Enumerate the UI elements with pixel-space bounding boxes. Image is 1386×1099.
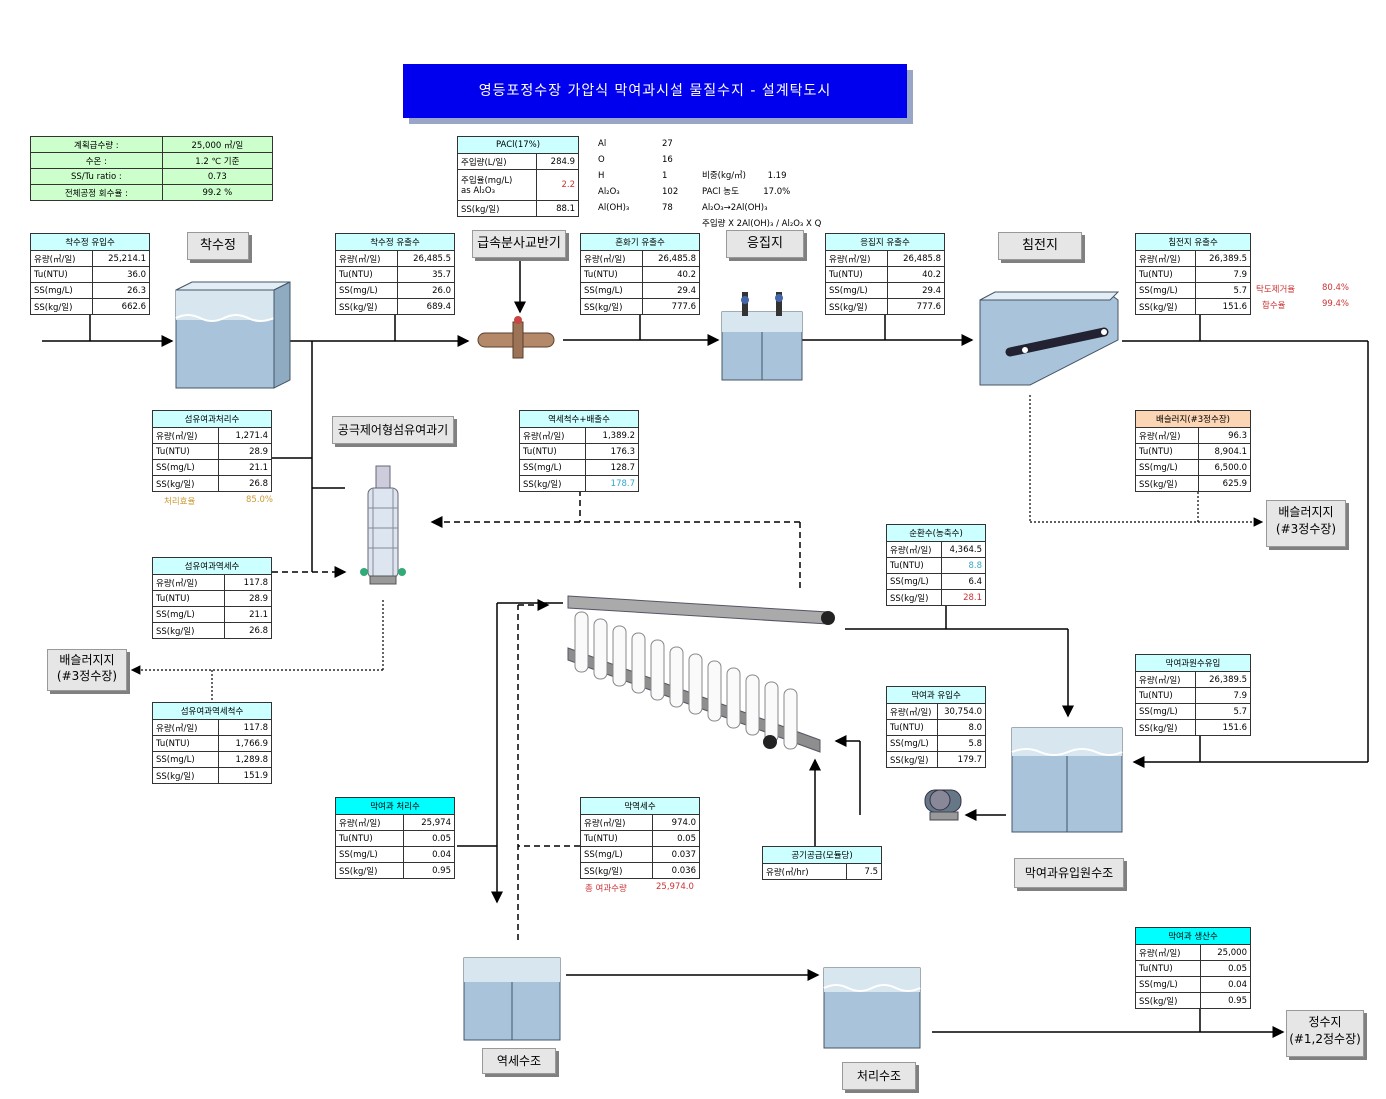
sedimentation-tank — [979, 291, 1120, 386]
total-filtration-label: 총 여과수량 — [585, 884, 627, 894]
membrane-module — [669, 646, 684, 708]
membrane-module — [574, 611, 589, 673]
table-membrane-product: 막여과 생산수 유량(㎥/일)25,000 Tu(NTU)0.05 SS(mg/… — [1134, 927, 1251, 1009]
backwash-tank — [463, 957, 561, 1041]
turbidity-removal-value: 80.4% — [1322, 283, 1350, 293]
receiving-well-tank — [175, 281, 291, 389]
total-filtration-value: 25,974.0 — [656, 882, 694, 892]
efficiency-value: 85.0% — [246, 495, 274, 505]
coagulation-tank — [721, 292, 803, 381]
table-air-supply: 공기공급(모듈당) 유량(㎥/hr)7.5 — [761, 846, 882, 880]
turbidity-removal-label: 탁도제거율 — [1256, 285, 1296, 295]
table-membrane-raw-inflow: 막여과원수유입 유량(㎥/일)26,389.5 Tu(NTU)7.9 SS(mg… — [1135, 654, 1252, 736]
table-mixer-outflow: 혼화기 유출수 유량(㎥/일)26,485.8 Tu(NTU)40.2 SS(m… — [580, 233, 701, 315]
table-fiber-treated: 섬유여과처리수 유량(㎥/일)1,271.4 Tu(NTU)28.9 SS(mg… — [152, 410, 273, 492]
table-receiving-outflow: 착수정 유출수 유량(㎥/일)26,485.5 Tu(NTU)35.7 SS(m… — [335, 233, 456, 315]
table-backwash-discharge: 역세척수+배출수 유량(㎥/일)1,389.2 Tu(NTU)176.3 SS(… — [519, 410, 640, 492]
label-sedimentation: 침전지 — [998, 232, 1082, 260]
table-fiber-backwash: 섬유여과역세수 유량(㎥/일)117.8 Tu(NTU)28.9 SS(mg/L… — [151, 557, 272, 639]
label-raw-water-tank: 막여과유입원수조 — [1014, 858, 1124, 888]
table-membrane-backwash: 막역세수 유량(㎥/일)974.0 Tu(NTU)0.05 SS(mg/L)0.… — [579, 797, 700, 879]
membrane-module — [593, 618, 608, 680]
membrane-module-rack — [567, 595, 835, 753]
raw-water-tank — [1011, 727, 1123, 833]
label-coagulation: 응집지 — [726, 230, 804, 258]
treated-water-tank — [823, 967, 921, 1049]
table-membrane-inflow: 막여과 유입수 유량(㎥/일)30,754.0 Tu(NTU)8.0 SS(mg… — [885, 686, 986, 768]
table-circulation: 순환수(농축수) 유량(㎥/일)4,364.5 Tu(NTU)8.8 SS(mg… — [886, 524, 987, 606]
water-content-label: 함수율 — [1262, 301, 1286, 311]
label-treated-tank: 처리수조 — [842, 1062, 916, 1090]
efficiency-label: 처리효율 — [164, 497, 196, 507]
diagram-title: 영등포정수장 가압식 막여과시설 물질수지 - 설계탁도시 — [403, 64, 907, 118]
label-backwash-tank: 역세수조 — [482, 1048, 556, 1074]
table-receiving-inflow: 착수정 유입수 유량(㎥/일)25,214.1 Tu(NTU)36.0 SS(m… — [30, 233, 151, 315]
design-parameters-table: 계획급수량 :25,000 ㎥/일 수온 :1.2 ℃ 기준 SS/Tu rat… — [30, 136, 274, 201]
label-fiber-filter: 공극제어형섬유여과기 — [332, 416, 454, 444]
membrane-module — [631, 632, 646, 694]
membrane-module — [612, 625, 627, 687]
label-clear-well: 정수지 (#1,2정수장) — [1286, 1010, 1364, 1057]
membrane-module — [764, 681, 779, 743]
label-rapid-mixer: 급속분사교반기 — [472, 230, 566, 258]
membrane-module — [745, 674, 760, 736]
table-membrane-treated: 막여과 처리수 유량(㎥/일)25,974 Tu(NTU)0.05 SS(mg/… — [335, 797, 456, 879]
label-sludge-right: 배슬러지지 (#3정수장) — [1266, 500, 1346, 547]
membrane-module — [707, 660, 722, 722]
table-fiber-wash-water: 섬유여과역세척수 유량(㎥/일)117.8 Tu(NTU)1,766.9 SS(… — [152, 702, 273, 784]
membrane-module — [688, 653, 703, 715]
membrane-module — [650, 639, 665, 701]
table-coagulation-outflow: 응집지 유출수 유량(㎥/일)26,485.8 Tu(NTU)40.2 SS(m… — [825, 233, 946, 315]
fiber-filter-vessel — [360, 465, 406, 585]
membrane-module — [726, 667, 741, 729]
table-sedimentation-outflow: 침전지 유출수 유량(㎥/일)26,389.5 Tu(NTU)7.9 SS(mg… — [1135, 233, 1252, 315]
rapid-mixer-device — [477, 316, 555, 359]
label-sludge-left: 배슬러지지 (#3정수장) — [47, 649, 127, 691]
membrane-module — [783, 688, 798, 750]
feed-pump — [924, 789, 962, 821]
pacl-dosing-table: PACl(17%) 주입량(L/일)284.9 주입율(mg/L)as Al₂O… — [457, 136, 580, 217]
water-content-value: 99.4% — [1322, 299, 1350, 309]
table-sludge-discharge: 배슬러지(#3정수장) 유량(㎥/일)96.3 Tu(NTU)8,904.1 S… — [1134, 410, 1251, 492]
label-receiving-well: 착수정 — [187, 232, 249, 260]
